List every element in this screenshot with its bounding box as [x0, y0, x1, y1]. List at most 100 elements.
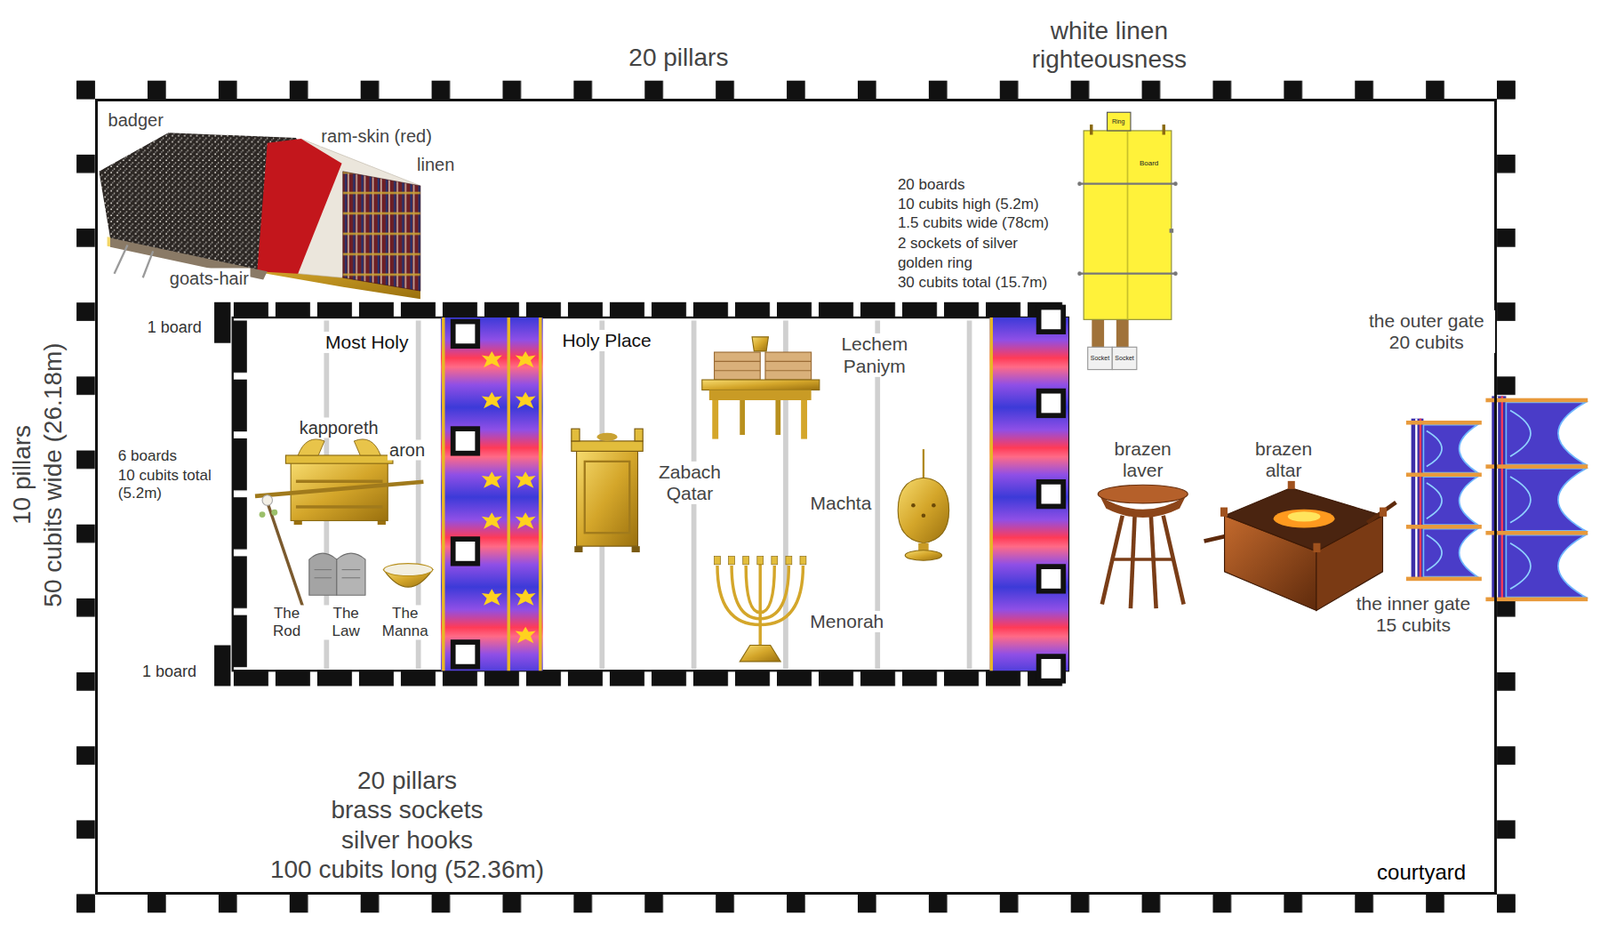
veil [481, 351, 503, 368]
board-detail [1088, 346, 1113, 369]
censer [897, 477, 949, 543]
inner-gate [1423, 528, 1478, 577]
region-title: Holy Place [559, 329, 654, 352]
brazen-altar [1204, 480, 1397, 611]
table-of-showbread [765, 352, 812, 380]
veil [481, 512, 503, 528]
manna-bowl [384, 563, 433, 576]
board-spec: 10 cubits high (5.2m) [896, 195, 1041, 214]
entrance-curtain [1039, 481, 1064, 507]
incense-altar [576, 448, 639, 546]
courtyard-pillars [76, 894, 1516, 913]
courtyard-pillars [76, 80, 1516, 100]
board-detail [1173, 271, 1178, 276]
outer-gate [1505, 401, 1586, 464]
veil [481, 471, 503, 488]
region-title: courtyard [1374, 860, 1469, 886]
table-of-showbread [702, 379, 820, 390]
entrance-curtain [990, 307, 1069, 681]
menorah [728, 556, 736, 565]
dimension-label: silver hooks [339, 825, 475, 855]
veil [440, 317, 544, 671]
veil [515, 512, 536, 528]
dimension-label: brass sockets [328, 795, 485, 824]
menorah [717, 560, 803, 647]
menorah [743, 556, 750, 565]
board-spec: 30 cubits total (15.7m) [896, 273, 1049, 292]
tabernacle-walls [214, 645, 231, 687]
tent-coverings [256, 138, 342, 274]
menorah [714, 556, 721, 565]
incense-altar [574, 545, 583, 552]
aarons-rod [262, 495, 272, 505]
outer-gate [1485, 398, 1588, 601]
furnishing-label: brazen laver [1105, 437, 1181, 480]
board-detail [1173, 181, 1178, 186]
aarons-rod [267, 502, 304, 611]
table-of-showbread [739, 400, 745, 435]
outer-gate [1505, 535, 1586, 598]
board-label: 1 board [145, 318, 204, 337]
courtyard-enclosure: courtyardMost HolyHoly Place [95, 98, 1497, 894]
ark-of-covenant [353, 439, 381, 456]
part-label: Ring [1112, 118, 1125, 126]
brazen-altar [1288, 511, 1321, 521]
inner-gate [1423, 424, 1478, 577]
gate-label: the inner gate 15 cubits [1351, 592, 1475, 636]
board-detail [1107, 112, 1131, 131]
menorah [717, 565, 803, 625]
board-spec: 2 sockets of silver [896, 235, 1020, 254]
aarons-rod [259, 495, 305, 611]
inner-gate [1423, 424, 1478, 473]
manna-bowl [384, 563, 433, 587]
inner-gate [1426, 535, 1442, 571]
tablets-of-law [309, 552, 366, 595]
tabernacle-walls [232, 317, 1069, 671]
courtyard-pillars [76, 80, 96, 913]
tablets-of-law [314, 568, 333, 570]
board-detail [1127, 130, 1129, 320]
menorah [757, 556, 764, 565]
outer-gate [1501, 395, 1504, 599]
outer-gate [1510, 543, 1531, 590]
board-detail [1116, 317, 1129, 348]
board-detail [1077, 112, 1178, 369]
veil [453, 321, 479, 667]
board-detail [1080, 272, 1176, 275]
tablets-of-law [309, 552, 337, 595]
brazen-altar [1367, 502, 1396, 523]
aarons-rod [259, 511, 266, 518]
censer [897, 448, 949, 560]
ark-of-covenant [296, 504, 384, 508]
veil [507, 317, 511, 671]
furnishing-label: The Rod [264, 605, 311, 640]
veil [481, 392, 503, 408]
veil [515, 626, 536, 643]
tent-coverings [98, 132, 421, 299]
table-of-showbread [765, 360, 812, 362]
tabernacle-walls [967, 320, 973, 668]
censer [904, 550, 942, 560]
table-of-showbread [714, 360, 761, 362]
entrance-curtain [1039, 307, 1064, 681]
part-label: Socket [1090, 354, 1110, 362]
veil [453, 321, 479, 347]
holy-place-chamber: Holy Place [545, 320, 993, 673]
furnishing-label: The Manna [376, 605, 434, 640]
censer [931, 503, 936, 508]
inner-gate [1423, 476, 1478, 525]
menorah [785, 556, 792, 565]
dimension-label: 10 pillars [8, 423, 37, 527]
outer-gate [1485, 395, 1588, 601]
entrance-curtain [1039, 656, 1064, 681]
furnishing-label: aron [387, 440, 427, 461]
ark-of-covenant [255, 481, 424, 496]
board-detail [1080, 182, 1176, 184]
outer-gate [1485, 398, 1588, 403]
veil [515, 392, 536, 408]
outer-gate [1485, 597, 1588, 602]
table-of-showbread [765, 369, 812, 371]
brazen-altar [1220, 507, 1228, 517]
inner-gate [1415, 418, 1417, 579]
